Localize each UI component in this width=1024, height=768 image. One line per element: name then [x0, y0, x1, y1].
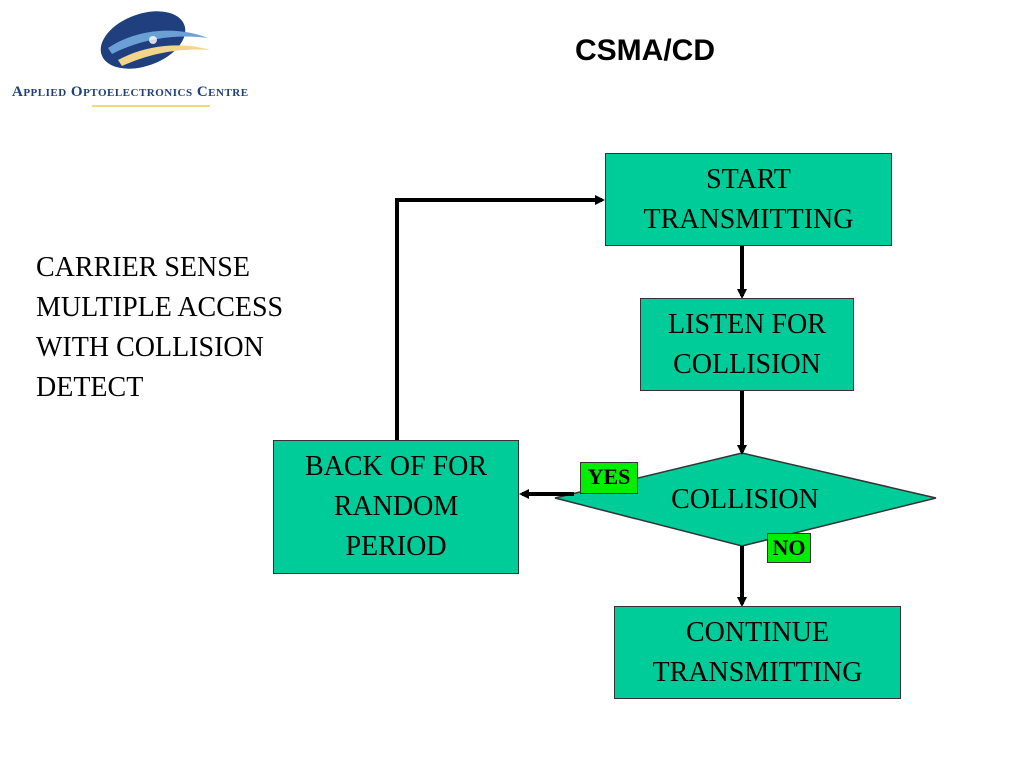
- description-line: CARRIER SENSE: [36, 252, 250, 283]
- yes-tag: YES: [580, 462, 638, 494]
- box-label: CONTINUE: [685, 616, 830, 648]
- decision-label: COLLISION: [671, 484, 819, 515]
- logo-underline: [92, 105, 210, 107]
- listen-for-collision-box: LISTEN FOR COLLISION: [640, 298, 854, 391]
- box-label: TRANSMITTING: [652, 656, 863, 688]
- description-line: DETECT: [36, 372, 144, 403]
- box-label: BACK OF FOR: [304, 451, 488, 482]
- backoff-box: BACK OF FOR RANDOM PERIOD: [273, 440, 519, 574]
- box-label: LISTEN FOR: [668, 308, 826, 340]
- box-label: COLLISION: [673, 348, 821, 380]
- box-label: RANDOM: [333, 491, 459, 522]
- logo-org-name: Applied Optoelectronics Centre: [12, 84, 249, 100]
- description-line: WITH COLLISION: [36, 332, 264, 363]
- start-transmitting-box: START TRANSMITTING: [605, 153, 892, 246]
- description-line: MULTIPLE ACCESS: [36, 292, 284, 323]
- page-title: CSMA/CD: [575, 34, 715, 67]
- box-label: TRANSMITTING: [643, 203, 854, 235]
- continue-transmitting-box: CONTINUE TRANSMITTING: [614, 606, 901, 699]
- box-label: START: [706, 163, 791, 195]
- decision-diamond: [554, 452, 937, 547]
- logo: Applied Optoelectronics Centre: [8, 8, 298, 118]
- acronym-description: CARRIER SENSE MULTIPLE ACCESS WITH COLLI…: [36, 248, 356, 408]
- box-label: PERIOD: [345, 531, 447, 562]
- no-tag: NO: [767, 533, 811, 563]
- arrow-backoff-to-start: [395, 195, 605, 440]
- logo-swoosh-icon: [100, 11, 210, 69]
